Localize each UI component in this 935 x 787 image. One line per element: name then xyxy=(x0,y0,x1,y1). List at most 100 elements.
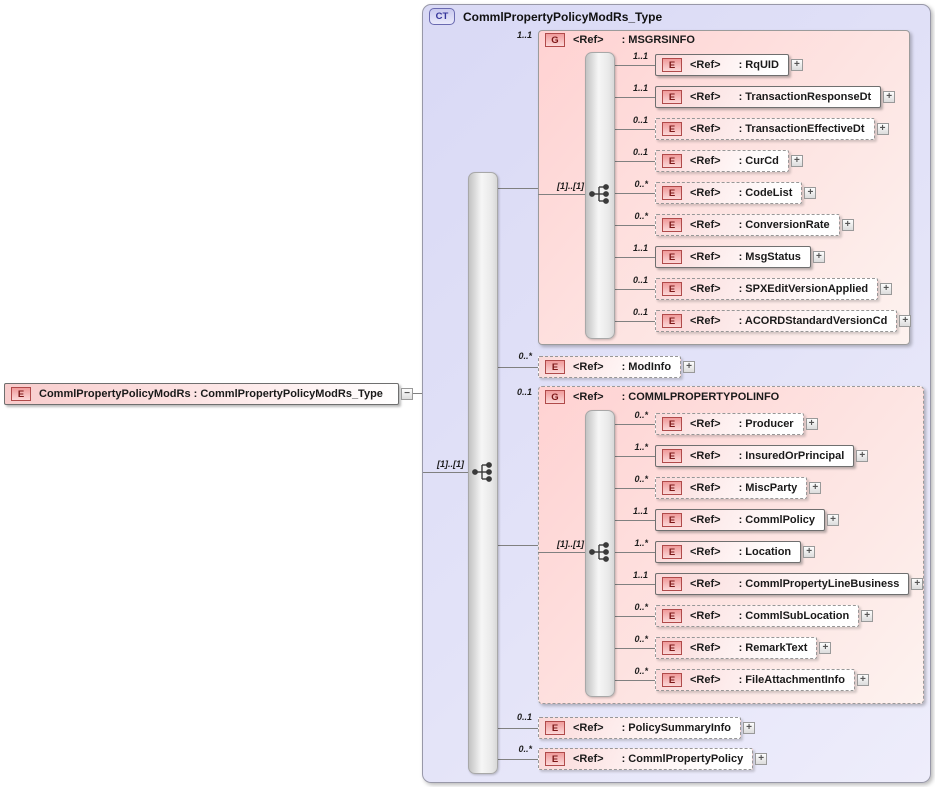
element-badge: E xyxy=(662,641,682,655)
sequence-icon xyxy=(471,462,495,482)
element-box-codelist[interactable]: E <Ref> : CodeList + xyxy=(655,182,817,204)
element-name: : TransactionEffectiveDt xyxy=(738,123,865,135)
cardinality-label: 0..1 xyxy=(632,275,648,285)
element-name: : CommlPropertyLineBusiness xyxy=(738,578,900,590)
connector-line xyxy=(612,289,655,290)
element-badge: E xyxy=(662,417,682,431)
expand-icon[interactable]: + xyxy=(755,753,768,765)
ref-label: <Ref> xyxy=(690,251,721,263)
element-box-spxeditversionapplied[interactable]: E <Ref> : SPXEditVersionApplied + xyxy=(655,278,893,300)
expand-icon[interactable]: + xyxy=(826,514,839,526)
cardinality-label: 0..1 xyxy=(516,387,532,397)
expand-icon[interactable]: + xyxy=(861,610,874,622)
element-name: : CommlPropertyPolicy xyxy=(621,753,744,765)
element-box-location[interactable]: E <Ref> : Location + xyxy=(655,541,816,563)
cardinality-label: 0..* xyxy=(634,474,648,484)
connector-line xyxy=(498,728,538,729)
cardinality-label: 1..1 xyxy=(632,506,648,516)
element-box-fileattachmentinfo[interactable]: E <Ref> : FileAttachmentInfo + xyxy=(655,669,869,691)
element-name: : InsuredOrPrincipal xyxy=(738,450,845,462)
element-box-insuredorprincipal[interactable]: E <Ref> : InsuredOrPrincipal + xyxy=(655,445,869,467)
sequence-icon xyxy=(588,184,612,204)
expand-icon[interactable]: + xyxy=(809,482,822,494)
root-element-box[interactable]: E CommlPropertyPolicyModRs : CommlProper… xyxy=(4,383,413,405)
expand-icon[interactable]: + xyxy=(876,123,889,135)
expand-icon[interactable]: + xyxy=(856,674,869,686)
ref-label: <Ref> xyxy=(690,450,721,462)
element-box-rquid[interactable]: E <Ref> : RqUID + xyxy=(655,54,803,76)
cardinality-label: 1..1 xyxy=(632,83,648,93)
expand-icon[interactable]: + xyxy=(743,722,755,734)
element-box-curcd[interactable]: E <Ref> : CurCd + xyxy=(655,150,803,172)
element-box-producer[interactable]: E <Ref> : Producer + xyxy=(655,413,818,435)
element-box-commlpropertylinebusiness[interactable]: E <Ref> : CommlPropertyLineBusiness + xyxy=(655,573,924,595)
element-box-miscparty[interactable]: E <Ref> : MiscParty + xyxy=(655,477,822,499)
expand-icon[interactable]: + xyxy=(899,315,912,327)
ref-label: <Ref> xyxy=(690,91,721,103)
element-box-modinfo[interactable]: E <Ref> : ModInfo + xyxy=(538,356,696,378)
expand-icon[interactable]: + xyxy=(803,546,816,558)
connector-line xyxy=(612,161,655,162)
element-box-transactionresponsedt[interactable]: E <Ref> : TransactionResponseDt + xyxy=(655,86,896,108)
expand-icon[interactable]: + xyxy=(880,283,893,295)
element-box-commlsublocation[interactable]: E <Ref> : CommlSubLocation + xyxy=(655,605,874,627)
cardinality-label: 0..* xyxy=(634,634,648,644)
connector-line xyxy=(612,321,655,322)
element-name: : CurCd xyxy=(738,155,779,167)
element-box-remarktext[interactable]: E <Ref> : RemarkText + xyxy=(655,637,832,659)
element-name: : CodeList xyxy=(738,187,793,199)
connector-line xyxy=(612,680,655,681)
expand-icon[interactable]: + xyxy=(841,219,854,231)
expand-icon[interactable]: + xyxy=(819,642,832,654)
element-box-msgstatus[interactable]: E <Ref> : MsgStatus + xyxy=(655,246,825,268)
connector-line xyxy=(612,257,655,258)
element-name: : MiscParty xyxy=(738,482,798,494)
ref-label: <Ref> xyxy=(573,34,604,46)
ref-label: <Ref> xyxy=(690,418,721,430)
element-name: : ACORDStandardVersionCd xyxy=(738,315,888,327)
connector-line xyxy=(498,759,538,760)
ref-label: <Ref> xyxy=(690,578,721,590)
element-box-commlpolicy[interactable]: E <Ref> : CommlPolicy + xyxy=(655,509,839,531)
ref-label: <Ref> xyxy=(690,59,721,71)
ref-label: <Ref> xyxy=(690,642,721,654)
element-badge: E xyxy=(662,577,682,591)
element-box-policysummaryinfo[interactable]: E <Ref> : PolicySummaryInfo + xyxy=(538,717,755,739)
connector-line xyxy=(498,545,538,546)
element-name: : FileAttachmentInfo xyxy=(738,674,845,686)
cardinality-label: 0..* xyxy=(634,666,648,676)
element-box-acordstandardversioncd[interactable]: E <Ref> : ACORDStandardVersionCd + xyxy=(655,310,912,332)
expand-icon[interactable]: + xyxy=(804,187,817,199)
element-box-commlpropertypolicy[interactable]: E <Ref> : CommlPropertyPolicy + xyxy=(538,748,768,770)
element-badge: E xyxy=(11,387,31,401)
element-box-conversionrate[interactable]: E <Ref> : ConversionRate + xyxy=(655,214,854,236)
root-element-label: CommlPropertyPolicyModRs : CommlProperty… xyxy=(39,388,383,400)
expand-icon[interactable]: + xyxy=(911,578,924,590)
cardinality-label: 0..* xyxy=(634,211,648,221)
expand-icon[interactable]: + xyxy=(856,450,869,462)
element-badge: E xyxy=(662,513,682,527)
element-box-transactioneffectivedt[interactable]: E <Ref> : TransactionEffectiveDt + xyxy=(655,118,889,140)
element-name: : RqUID xyxy=(738,59,779,71)
element-name: : ConversionRate xyxy=(738,219,830,231)
cardinality-label: 1..1 xyxy=(632,51,648,61)
expand-icon[interactable]: + xyxy=(883,91,896,103)
expand-icon[interactable]: + xyxy=(790,155,803,167)
element-badge: E xyxy=(662,186,682,200)
connector-line xyxy=(612,424,655,425)
expand-icon[interactable]: + xyxy=(790,59,803,71)
element-badge: E xyxy=(662,545,682,559)
expand-icon[interactable]: + xyxy=(683,361,696,373)
ref-label: <Ref> xyxy=(690,482,721,494)
element-badge: E xyxy=(662,481,682,495)
expand-icon[interactable]: + xyxy=(812,251,825,263)
expand-icon[interactable]: + xyxy=(805,418,818,430)
element-badge: E xyxy=(662,282,682,296)
ref-label: <Ref> xyxy=(690,123,721,135)
collapse-icon[interactable]: − xyxy=(401,388,413,400)
cardinality-label: 1..* xyxy=(634,538,648,548)
connector-line xyxy=(612,97,655,98)
cardinality-label: 0..1 xyxy=(632,147,648,157)
ref-label: <Ref> xyxy=(690,219,721,231)
element-name: : SPXEditVersionApplied xyxy=(738,283,869,295)
